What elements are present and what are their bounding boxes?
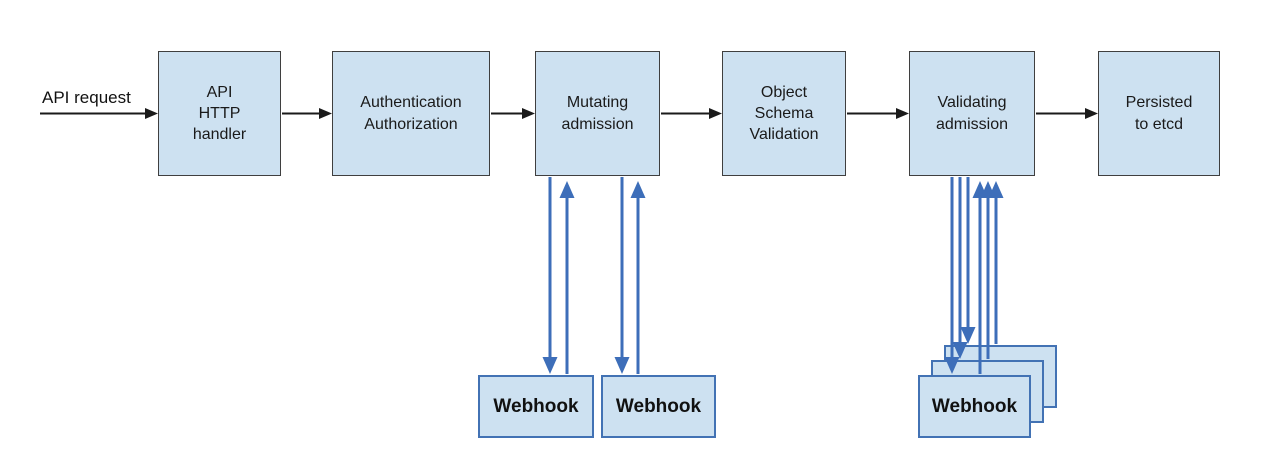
- mutating-webhook-2-label: Webhook: [615, 395, 702, 417]
- node-validating-admission-label: Validating admission: [935, 94, 1009, 133]
- node-persisted-to-etcd-label: Persisted to etcd: [1125, 94, 1193, 133]
- node-authentication-authorization-label: Authentication Authorization: [360, 94, 462, 133]
- arrow-handler-to-auth: [282, 108, 332, 119]
- arrow-auth-to-mutating: [491, 108, 535, 119]
- validating-webhook-stack-front: Webhook: [918, 375, 1031, 438]
- node-object-schema-validation-label: Object Schema Validation: [749, 83, 819, 144]
- mutating-webhook2-call-arrow: [614, 177, 630, 374]
- node-mutating-admission: Mutating admission: [535, 51, 660, 176]
- node-api-http-handler-label: API HTTP handler: [192, 83, 247, 144]
- node-mutating-admission-label: Mutating admission: [561, 94, 634, 133]
- validating-webhook-response-arrow-back: [988, 181, 1004, 344]
- validating-webhook-label: Webhook: [931, 395, 1018, 417]
- validating-webhook-call-arrow-middle: [952, 177, 968, 359]
- mutating-webhook1-call-arrow: [542, 177, 558, 374]
- api-request-label: API request: [42, 88, 131, 107]
- arrow-mutating-to-schema: [661, 108, 722, 119]
- mutating-webhook-1-label: Webhook: [493, 395, 579, 417]
- node-authentication-authorization: Authentication Authorization: [332, 51, 490, 176]
- validating-webhook-call-arrow-back: [960, 177, 976, 344]
- arrow-validating-to-etcd: [1036, 108, 1098, 119]
- node-persisted-to-etcd: Persisted to etcd: [1098, 51, 1220, 176]
- arrow-schema-to-validating: [847, 108, 909, 119]
- node-api-http-handler: API HTTP handler: [158, 51, 281, 176]
- validating-webhook-response-arrow-middle: [980, 181, 996, 359]
- mutating-webhook2-response-arrow: [630, 181, 646, 374]
- node-object-schema-validation: Object Schema Validation: [722, 51, 846, 176]
- mutating-webhook1-response-arrow: [559, 181, 575, 374]
- api-request-arrow: [40, 108, 158, 119]
- mutating-webhook-box-1: Webhook: [478, 375, 594, 438]
- node-validating-admission: Validating admission: [909, 51, 1035, 176]
- mutating-webhook-box-2: Webhook: [601, 375, 716, 438]
